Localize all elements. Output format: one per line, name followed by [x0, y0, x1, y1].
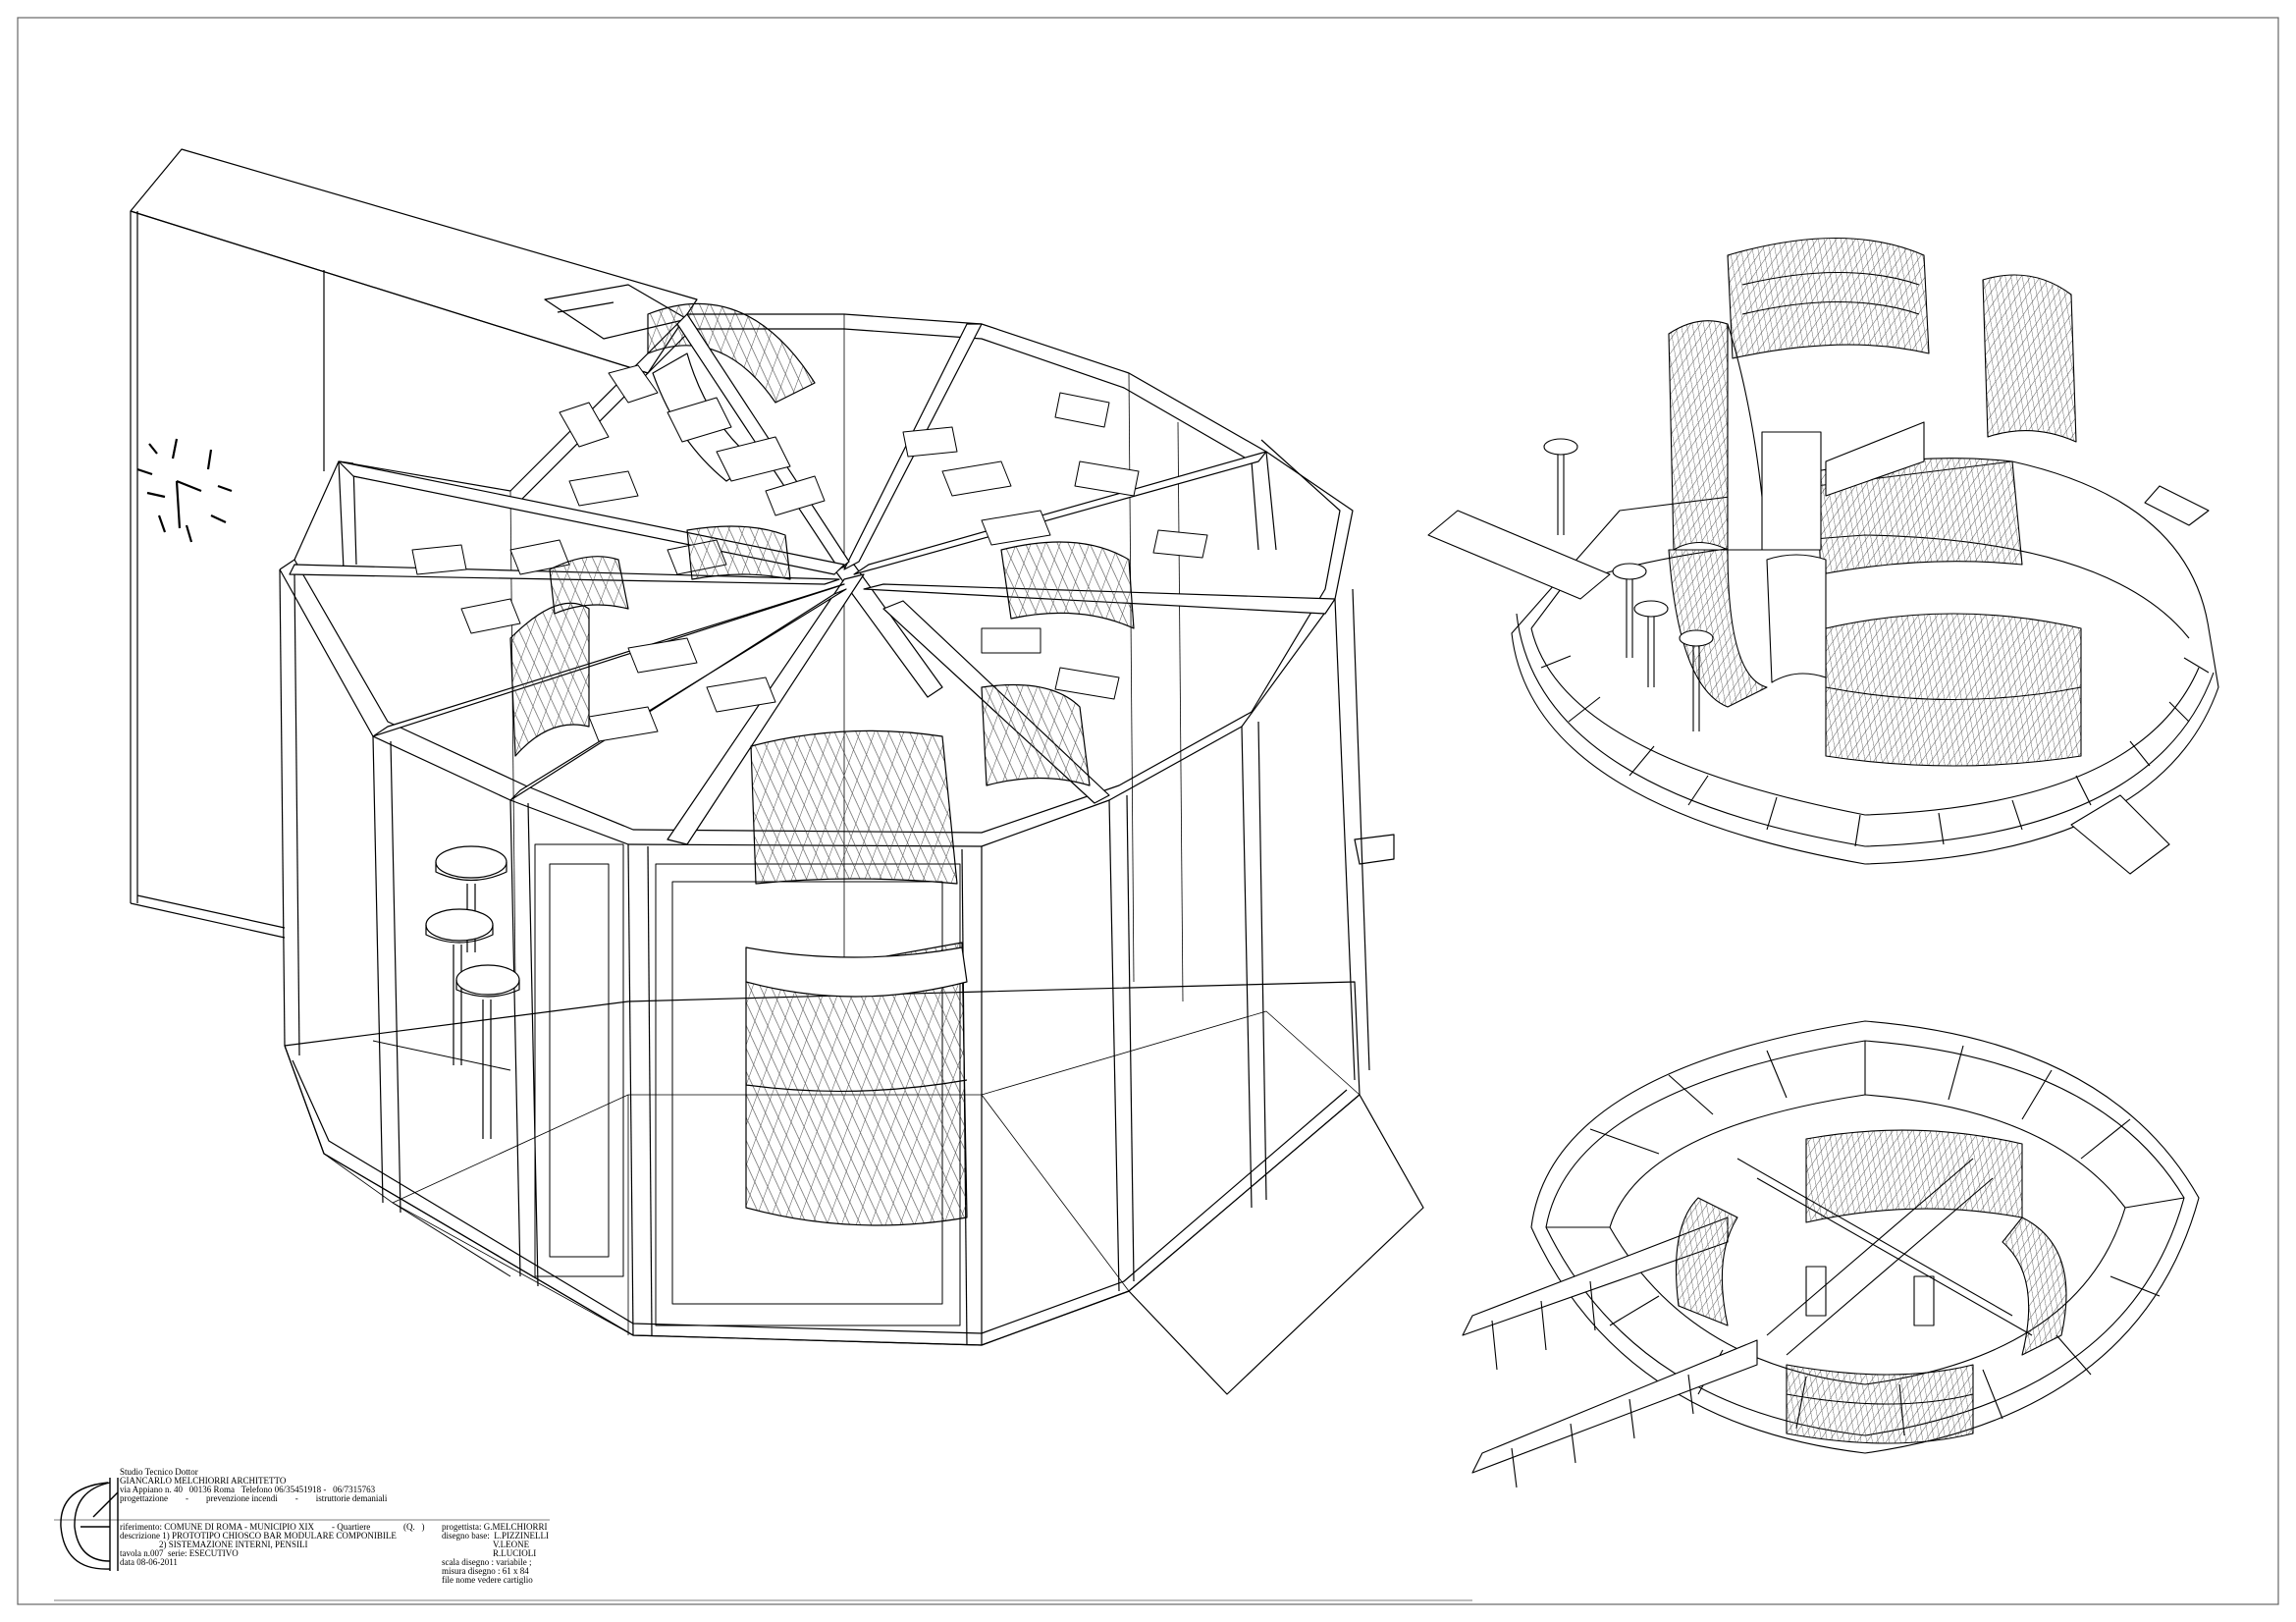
- studio-address: via Appiano n. 40 00136 Roma Telefono 06…: [120, 1485, 376, 1494]
- collaborator-2: R.LUCIOLI: [493, 1548, 537, 1558]
- sheet-border: [17, 17, 2279, 1605]
- file-name: file nome vedere cartiglio: [442, 1575, 533, 1585]
- collaborator-1: V.LEONE: [493, 1540, 530, 1549]
- architect-name: GIANCARLO MELCHIORRI ARCHITETTO: [120, 1476, 287, 1486]
- hanging-counters: [1675, 1129, 2067, 1444]
- wall-clock: [136, 438, 233, 543]
- studio-services: progettazione - prevenzione incendi - is…: [120, 1493, 388, 1503]
- project-description-1: descrizione 1) PROTOTIPO CHIOSCO BAR MOD…: [120, 1531, 397, 1541]
- ramp-left: [1427, 510, 1611, 600]
- sheet-number: tavola n.007 serie: ESECUTIVO: [120, 1548, 239, 1558]
- interior-axonometric-view: [1427, 238, 2219, 875]
- counter-units: [1668, 238, 2082, 767]
- roof-structure-view: [1462, 1020, 2200, 1488]
- entrance-ramp: [1128, 1094, 1424, 1395]
- back-wall: [130, 148, 698, 939]
- sheet-date: data 08-06-2011: [120, 1557, 178, 1567]
- bar-stools: [425, 845, 520, 1139]
- interior-counters: [509, 525, 1135, 1226]
- studio-name: Studio Tecnico Dottor: [120, 1467, 198, 1477]
- drafter: disegno base: L.PIZZINELLI: [442, 1531, 549, 1541]
- project-reference: riferimento: COMUNE DI ROMA - MUNICIPIO …: [120, 1522, 425, 1532]
- ramp-right: [2070, 794, 2170, 875]
- drawing-scale: scala disegno : variabile ;: [442, 1557, 532, 1567]
- drawing-size: misura disegno : 61 x 84: [442, 1566, 529, 1576]
- main-axonometric-view: [130, 148, 1424, 1395]
- roof-purlins: [411, 364, 1208, 742]
- studio-logo: [54, 1478, 1472, 1601]
- project-description-2: 2) SISTEMAZIONE INTERNI, PENSILI: [159, 1540, 308, 1549]
- stools-top-right: [1543, 438, 1714, 731]
- designer: progettista: G.MELCHIORRI: [442, 1522, 548, 1532]
